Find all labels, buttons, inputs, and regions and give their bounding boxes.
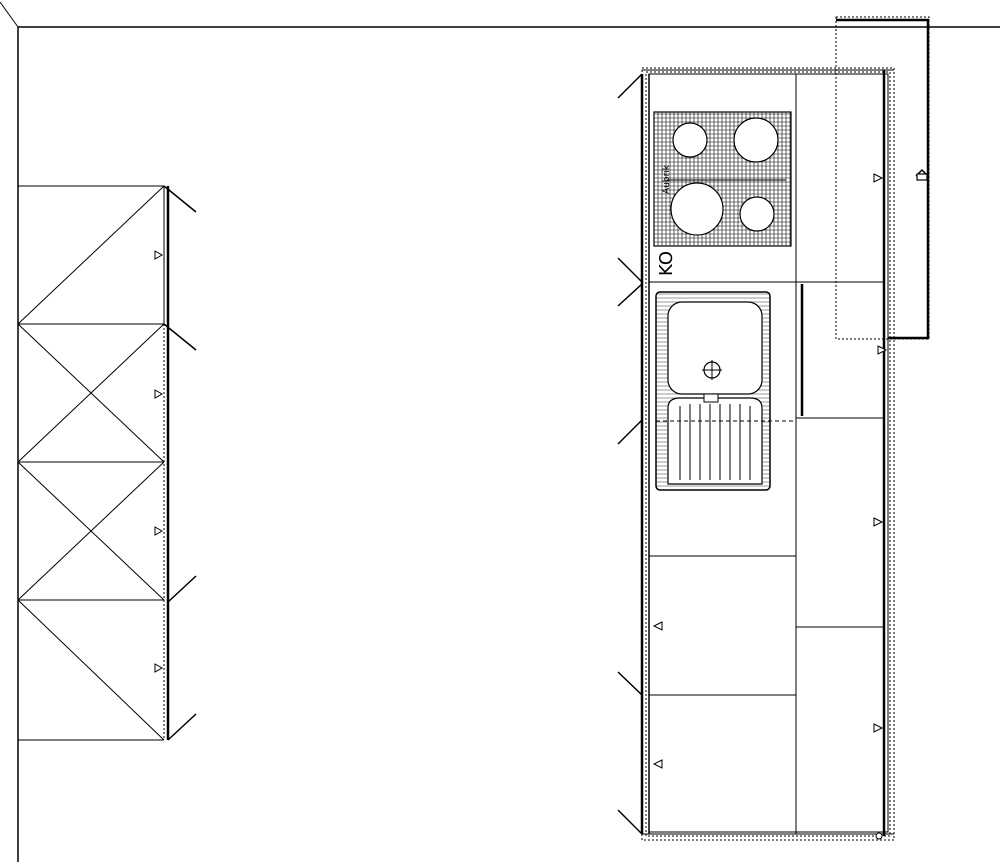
- burner-rear-right[interactable]: [733, 117, 779, 163]
- left-cabinet-3[interactable]: [17, 461, 165, 601]
- door-swing-mark: [167, 575, 197, 603]
- triangle-handle-icon: [154, 663, 164, 673]
- burner-front-left[interactable]: [670, 182, 724, 236]
- tall-unit-edge: [836, 18, 930, 340]
- corner-marker-icon: [875, 832, 883, 840]
- triangle-handle-icon: [877, 345, 888, 355]
- right-counter-run: Aubrik KO: [617, 16, 930, 841]
- triangle-handle-icon: [873, 723, 884, 733]
- base-cabinet-front-2[interactable]: [652, 759, 663, 769]
- left-cabinet-run: [17, 185, 197, 741]
- base-cabinet-right-mid[interactable]: [877, 345, 888, 355]
- left-cabinet-4[interactable]: [17, 599, 165, 741]
- door-swing-mark: [617, 73, 643, 99]
- hob-brand-label: Aubrik: [662, 164, 672, 194]
- door-swing-mark: [617, 257, 643, 283]
- sink-basin[interactable]: [667, 301, 763, 395]
- triangle-handle-icon: [873, 517, 884, 527]
- triangle-handle-icon: [154, 389, 164, 399]
- triangle-handle-icon: [154, 526, 164, 536]
- triangle-handle-icon: [154, 250, 164, 260]
- tap-icon[interactable]: [703, 393, 719, 403]
- door-swing-mark: [167, 713, 197, 741]
- base-cabinet-right-upper[interactable]: [873, 173, 884, 183]
- door-swing-mark: [617, 419, 643, 445]
- door-swing-mark: [617, 283, 643, 307]
- left-cabinet-outline: [17, 185, 165, 741]
- door-swing-mark: [163, 185, 197, 213]
- triangle-handle-icon: [652, 759, 663, 769]
- wall-corner-diagonal: [0, 1, 19, 28]
- left-cabinet-1[interactable]: [17, 185, 165, 325]
- sink[interactable]: [655, 291, 796, 491]
- left-cabinet-2[interactable]: [17, 323, 165, 463]
- door-swing-mark: [617, 671, 643, 696]
- base-cabinet-front-1[interactable]: [652, 621, 663, 631]
- hob[interactable]: Aubrik: [653, 111, 792, 247]
- base-cabinet-right-lower[interactable]: [873, 517, 884, 527]
- base-cabinet-right-bottom[interactable]: [873, 723, 884, 733]
- door-swing-mark: [163, 323, 197, 351]
- sink-fitting-label: KO: [656, 251, 677, 276]
- door-swing-mark: [617, 809, 643, 835]
- drainer-board: [667, 397, 763, 485]
- burner-front-right[interactable]: [739, 196, 775, 232]
- burner-rear-left[interactable]: [672, 122, 708, 158]
- triangle-handle-icon: [873, 173, 884, 183]
- triangle-handle-icon: [652, 621, 663, 631]
